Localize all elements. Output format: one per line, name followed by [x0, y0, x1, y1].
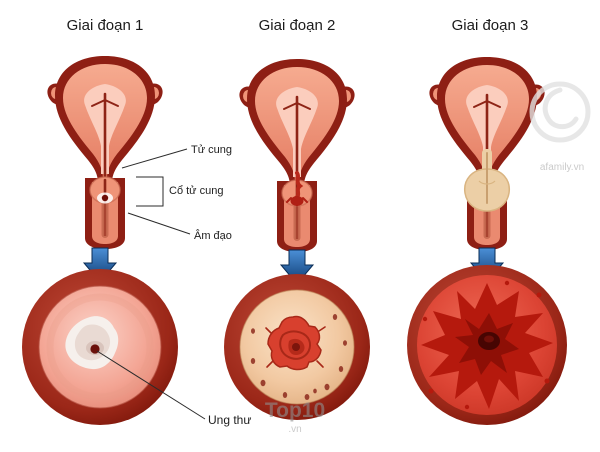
- stage-3-splatter-dots: [422, 280, 550, 410]
- label-cancer: Ung thư: [208, 413, 251, 427]
- watermark-top10-suffix: .vn: [288, 424, 301, 435]
- watermark-afamily: afamily.vn: [529, 81, 591, 173]
- bracket-cervix: [136, 176, 164, 207]
- stage-1-title: Giai đoạn 1: [67, 17, 144, 34]
- leader-line-cancer: [96, 350, 206, 420]
- stage-3-column: Giai đoạn 3: [407, 17, 567, 425]
- stage-2-column: Giai đoạn 2: [224, 17, 370, 420]
- watermark-top10: Top10 .vn: [265, 399, 325, 435]
- label-vagina: Âm đạo: [194, 229, 232, 242]
- cervix-closeup-stage-2: [224, 274, 370, 420]
- uterus-illustration-stage-1: [46, 54, 164, 251]
- leader-line-vagina: [127, 212, 191, 235]
- stage-2-canal-tumor: [294, 171, 304, 200]
- uterus-illustration-stage-2: [238, 57, 356, 254]
- stage-2-title: Giai đoạn 2: [259, 17, 336, 34]
- stage-2-cancer-specks: [250, 314, 347, 400]
- afamily-logo-icon: [529, 81, 591, 143]
- cervix-closeup-stage-3: [407, 265, 567, 425]
- stage-1-lesion-spot: [101, 194, 109, 202]
- label-cervix: Cổ tử cung: [169, 185, 223, 197]
- leader-line-uterus: [121, 148, 188, 169]
- cervix-closeup-stage-1: [22, 269, 178, 425]
- annotations: Tử cung Cổ tử cung Âm đạo Ung thư: [96, 144, 251, 427]
- stage-3-title: Giai đoạn 3: [452, 17, 529, 34]
- watermark-afamily-text: afamily.vn: [540, 162, 584, 173]
- uterus-illustration-stage-3: [428, 55, 546, 252]
- stage-1-column: Giai đoạn 1: [22, 17, 178, 425]
- label-uterus: Tử cung: [191, 144, 232, 156]
- watermark-top10-text: Top10: [265, 399, 325, 422]
- stage-2-cancer-core: [292, 343, 300, 351]
